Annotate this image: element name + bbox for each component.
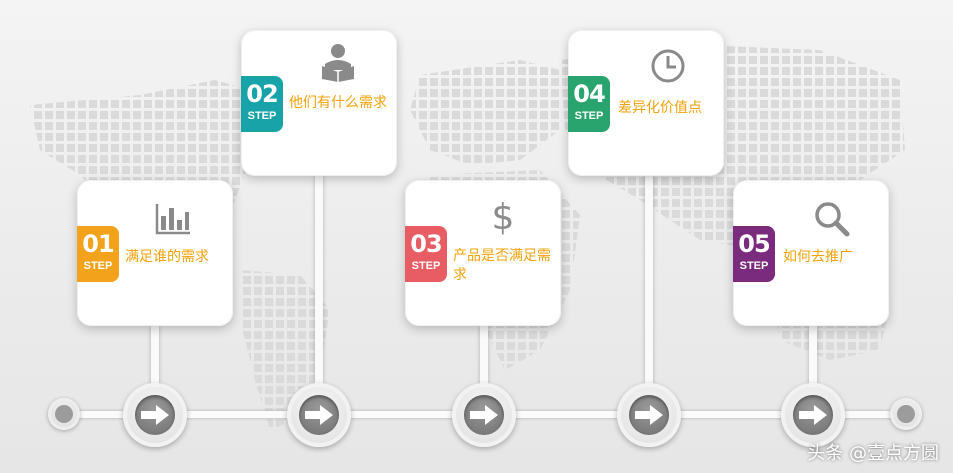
step-02-stem	[315, 175, 323, 388]
dollar-icon: $	[492, 197, 515, 236]
clock-icon	[651, 49, 685, 83]
step-04-label: STEP	[574, 110, 604, 122]
step-05-node	[781, 383, 845, 447]
step-03-number: 03	[410, 230, 442, 258]
step-02-text: 他们有什么需求	[289, 95, 387, 111]
step-05-text: 如何去推广	[783, 249, 853, 265]
step-01-node	[123, 383, 187, 447]
step-01-stem	[151, 326, 159, 388]
timeline-end-cap	[890, 398, 922, 430]
watermark-text: 头条 @壹点方圆	[807, 443, 939, 464]
step-04-text: 差异化价值点	[618, 100, 702, 116]
arrow-right-icon	[635, 405, 663, 425]
step-05-stem	[809, 326, 817, 388]
step-05-badge: 05 STEP	[733, 226, 775, 282]
step-02-number: 02	[246, 80, 278, 108]
step-01-badge: 01 STEP	[77, 226, 119, 282]
step-05-number: 05	[738, 230, 770, 258]
step-04-card: 04 STEP 差异化价值点	[568, 30, 724, 176]
reader-icon	[322, 44, 354, 82]
timeline-start-cap	[48, 398, 80, 430]
arrow-right-icon	[799, 405, 827, 425]
step-04-badge: 04 STEP	[568, 76, 610, 132]
step-05-card: 05 STEP 如何去推广	[733, 180, 889, 326]
step-02-badge: 02 STEP	[241, 76, 283, 132]
step-01-card: 01 STEP 满足谁的需求	[77, 180, 233, 326]
step-02-label: STEP	[247, 110, 277, 122]
step-03-label: STEP	[411, 260, 441, 272]
step-03-node	[452, 383, 516, 447]
step-05-label: STEP	[739, 260, 769, 272]
step-01-number: 01	[82, 230, 114, 258]
search-icon	[815, 202, 850, 237]
step-04-node	[617, 383, 681, 447]
step-03-card: $ 03 STEP 产品是否满足需求	[405, 180, 561, 326]
bar-chart-icon	[155, 204, 190, 235]
step-01-text: 满足谁的需求	[125, 249, 209, 265]
svg-text:$: $	[492, 197, 515, 236]
arrow-right-icon	[305, 405, 333, 425]
step-01-label: STEP	[83, 260, 113, 272]
step-04-number: 04	[573, 80, 605, 108]
step-03-stem	[480, 326, 488, 388]
step-02-node	[287, 383, 351, 447]
step-02-card: 02 STEP 他们有什么需求	[241, 30, 397, 176]
arrow-right-icon	[470, 405, 498, 425]
step-04-stem	[645, 175, 653, 388]
step-03-text: 产品是否满足需求	[453, 248, 551, 283]
arrow-right-icon	[141, 405, 169, 425]
step-03-badge: 03 STEP	[405, 226, 447, 282]
